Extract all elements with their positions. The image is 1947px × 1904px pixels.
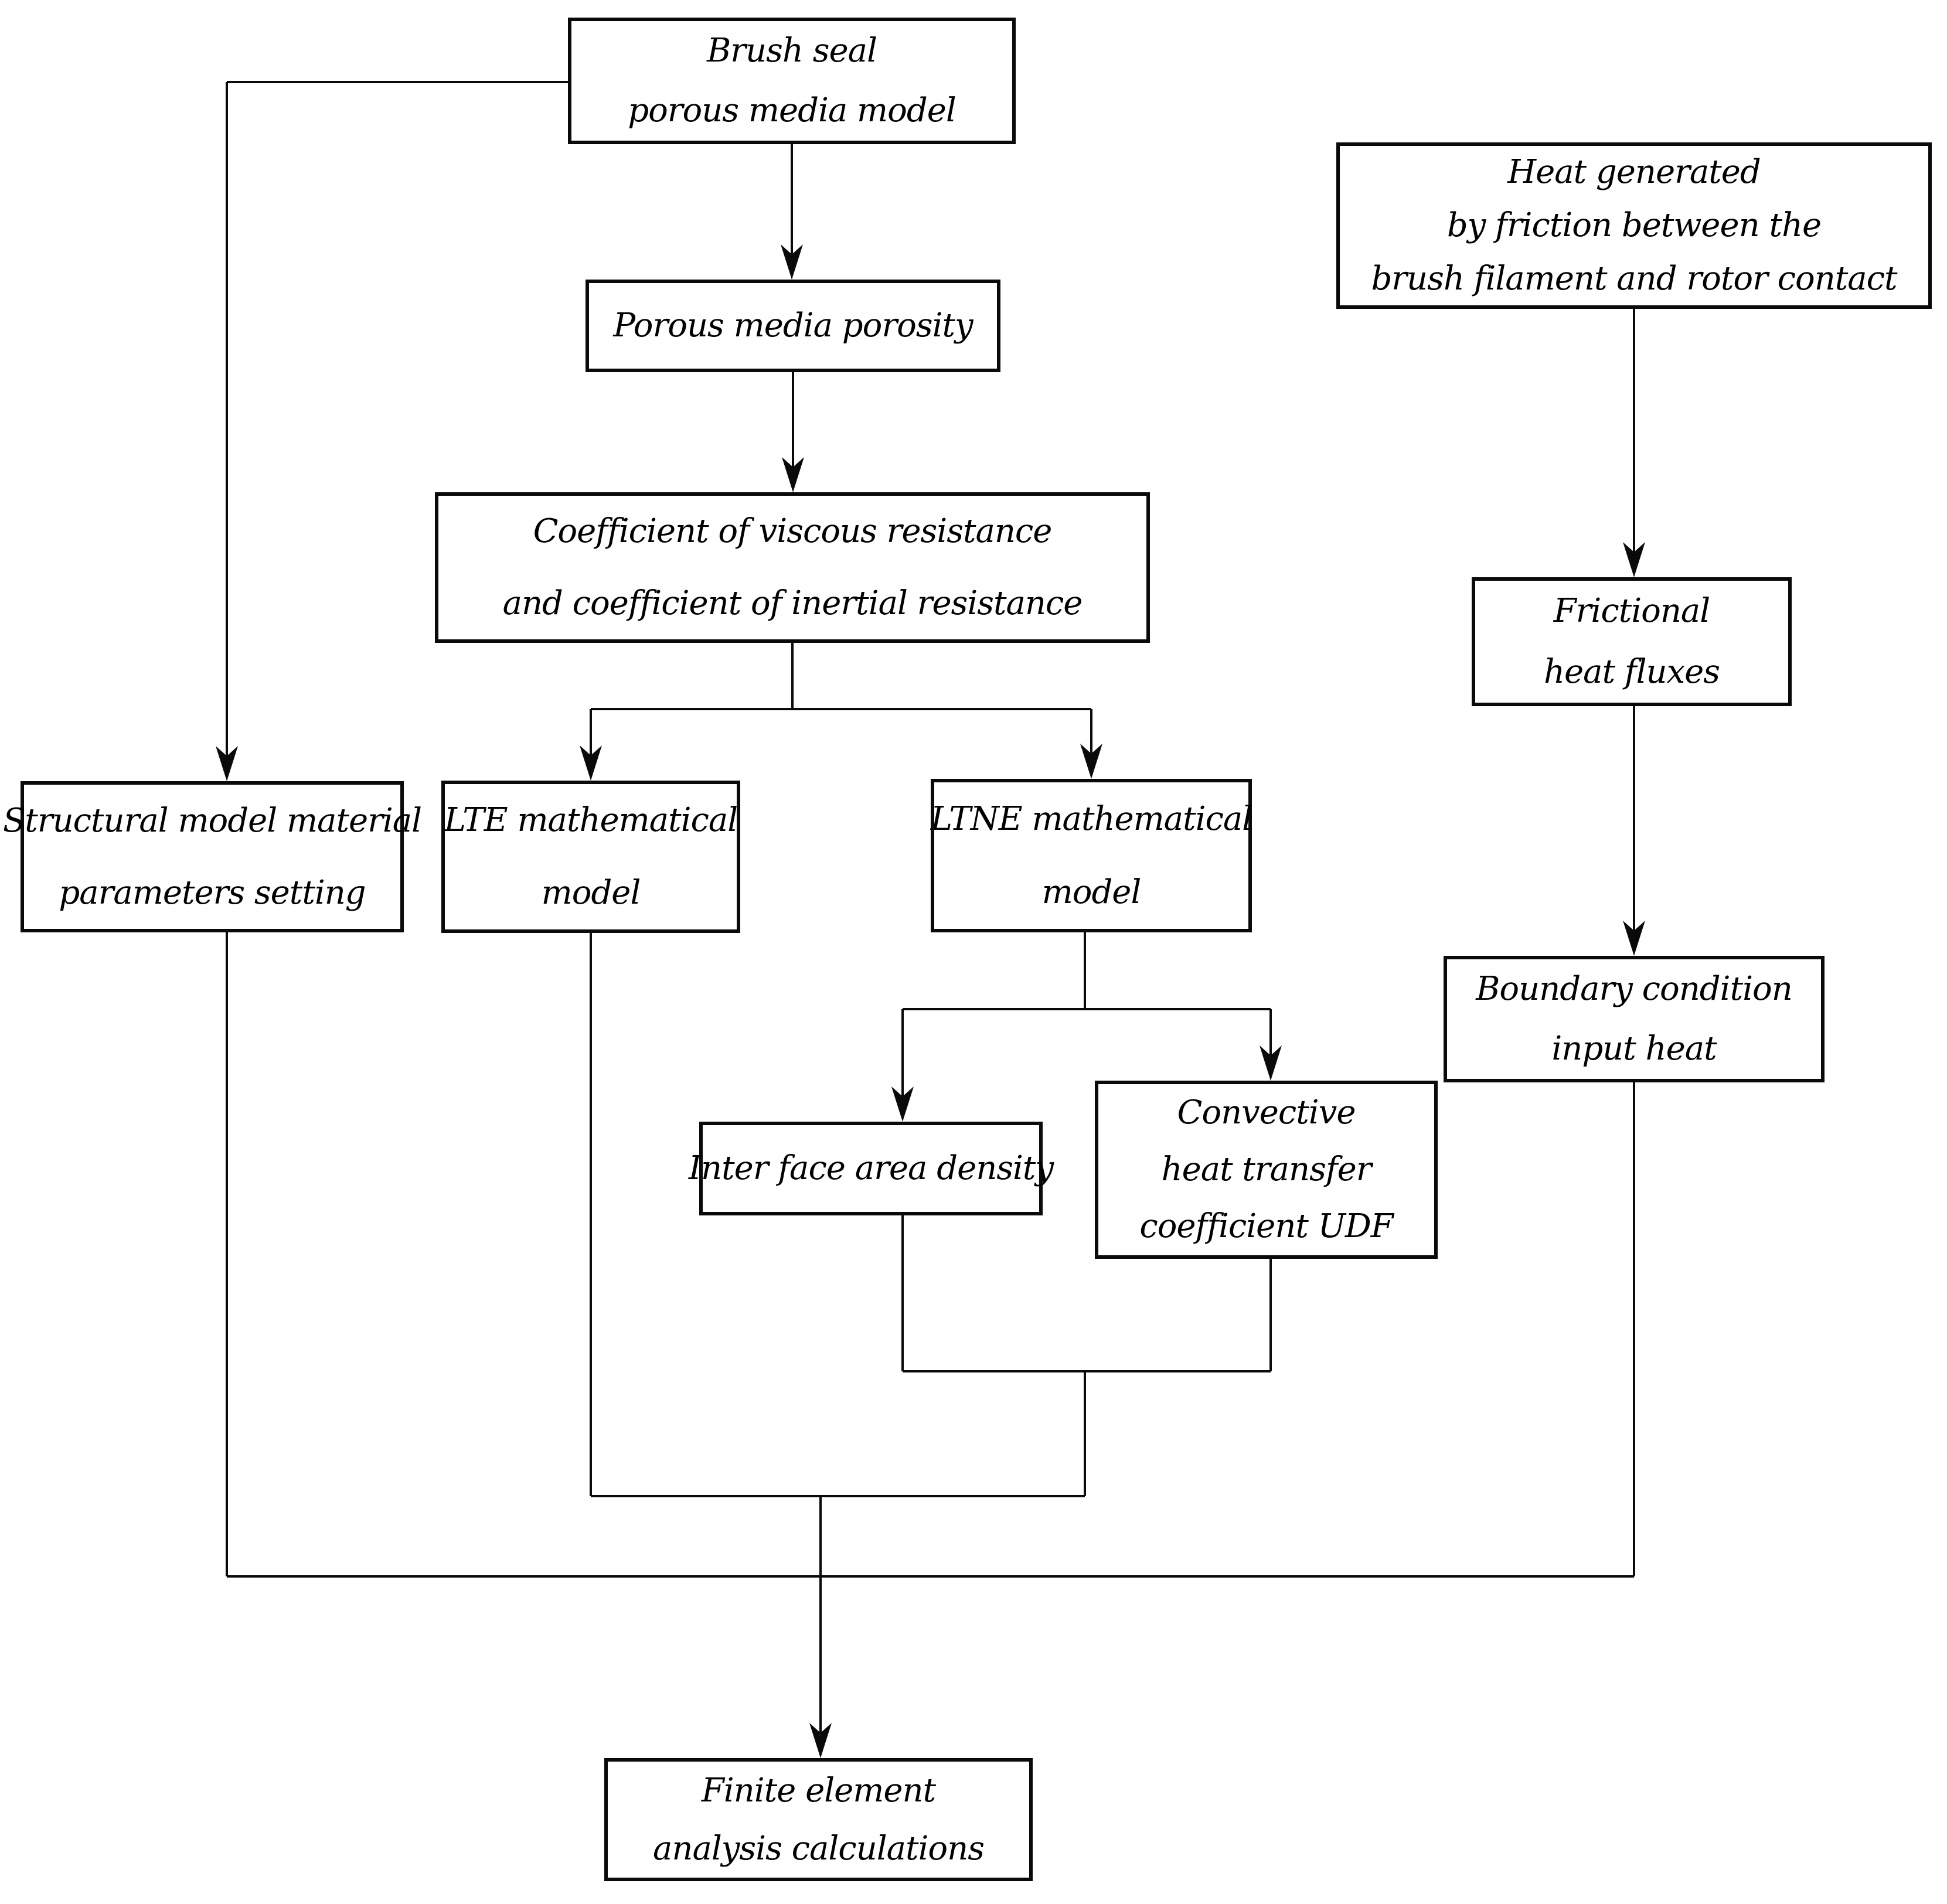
node-heat-generated: Heat generated by friction between the b…	[1336, 142, 1932, 309]
node-coefficients: Coefficient of viscous resistance and co…	[435, 492, 1150, 643]
node-frictional-heat-fluxes: Frictional heat fluxes	[1472, 577, 1792, 706]
node-label-line: Boundary condition	[1476, 970, 1793, 1008]
arrowhead-into-lte	[580, 745, 602, 781]
node-label-line: input heat	[1551, 1030, 1717, 1068]
node-label-line: Frictional	[1553, 592, 1710, 630]
connector-lte-merge-to-finite	[590, 933, 1085, 1733]
arrowhead-into-convective	[1260, 1045, 1282, 1081]
node-label-line: heat transfer	[1161, 1150, 1372, 1188]
node-label-line: heat fluxes	[1543, 653, 1720, 691]
node-boundary-condition: Boundary condition input heat	[1444, 956, 1825, 1082]
arrowhead-into-finite	[809, 1723, 832, 1758]
node-label-line: Structural model material	[2, 801, 422, 840]
node-label-line: model	[1041, 873, 1142, 911]
node-lte-model: LTE mathematical model	[441, 781, 740, 933]
node-label-line: Finite element	[701, 1771, 936, 1810]
node-label-line: Porous media porosity	[613, 306, 973, 345]
node-label-line: and coefficient of inertial resistance	[502, 584, 1083, 622]
node-label-line: Brush seal	[707, 32, 877, 70]
connector-ltne-split	[901, 932, 1272, 1096]
node-label-line: model	[541, 874, 641, 912]
node-label-line: Inter face area density	[688, 1149, 1054, 1187]
node-label-line: coefficient UDF	[1139, 1207, 1393, 1246]
node-label-line: analysis calculations	[653, 1829, 985, 1868]
arrowhead-into-coefficients	[782, 457, 804, 492]
connector-structural-boundary-merge	[226, 932, 1635, 1578]
node-label-line: Coefficient of viscous resistance	[533, 512, 1053, 551]
arrowhead-into-porosity	[781, 244, 803, 280]
node-label-line: LTE mathematical	[444, 801, 738, 839]
node-label-line: brush filament and rotor contact	[1371, 259, 1897, 298]
arrowhead-into-boundary	[1623, 921, 1645, 956]
node-label-line: by friction between the	[1446, 206, 1822, 244]
node-porous-media-porosity: Porous media porosity	[586, 280, 1000, 372]
node-brush-seal: Brush seal porous media model	[568, 18, 1016, 144]
connector-coefficients-split	[590, 643, 1092, 755]
node-label-line: LTNE mathematical	[930, 799, 1252, 838]
node-finite-element: Finite element analysis calculations	[604, 1758, 1033, 1881]
node-structural-model: Structural model material parameters set…	[3, 781, 422, 932]
connector-interface-convective-merge	[901, 1215, 1272, 1496]
node-label-line: Heat generated	[1507, 153, 1761, 192]
node-convective-udf: Convective heat transfer coefficient UDF	[1095, 1081, 1438, 1259]
node-label-line: porous media model	[628, 91, 957, 130]
node-ltne-model: LTNE mathematical model	[931, 779, 1252, 932]
connector-brushseal-to-structural	[226, 81, 568, 756]
node-label-line: parameters setting	[59, 873, 366, 912]
arrowhead-into-interface	[891, 1086, 914, 1122]
arrowhead-into-structural	[216, 746, 238, 781]
arrowhead-into-frictional	[1623, 542, 1645, 577]
node-interface-area-density: Inter face area density	[689, 1122, 1054, 1215]
arrowhead-into-ltne	[1080, 744, 1102, 779]
node-label-line: Convective	[1177, 1093, 1356, 1132]
